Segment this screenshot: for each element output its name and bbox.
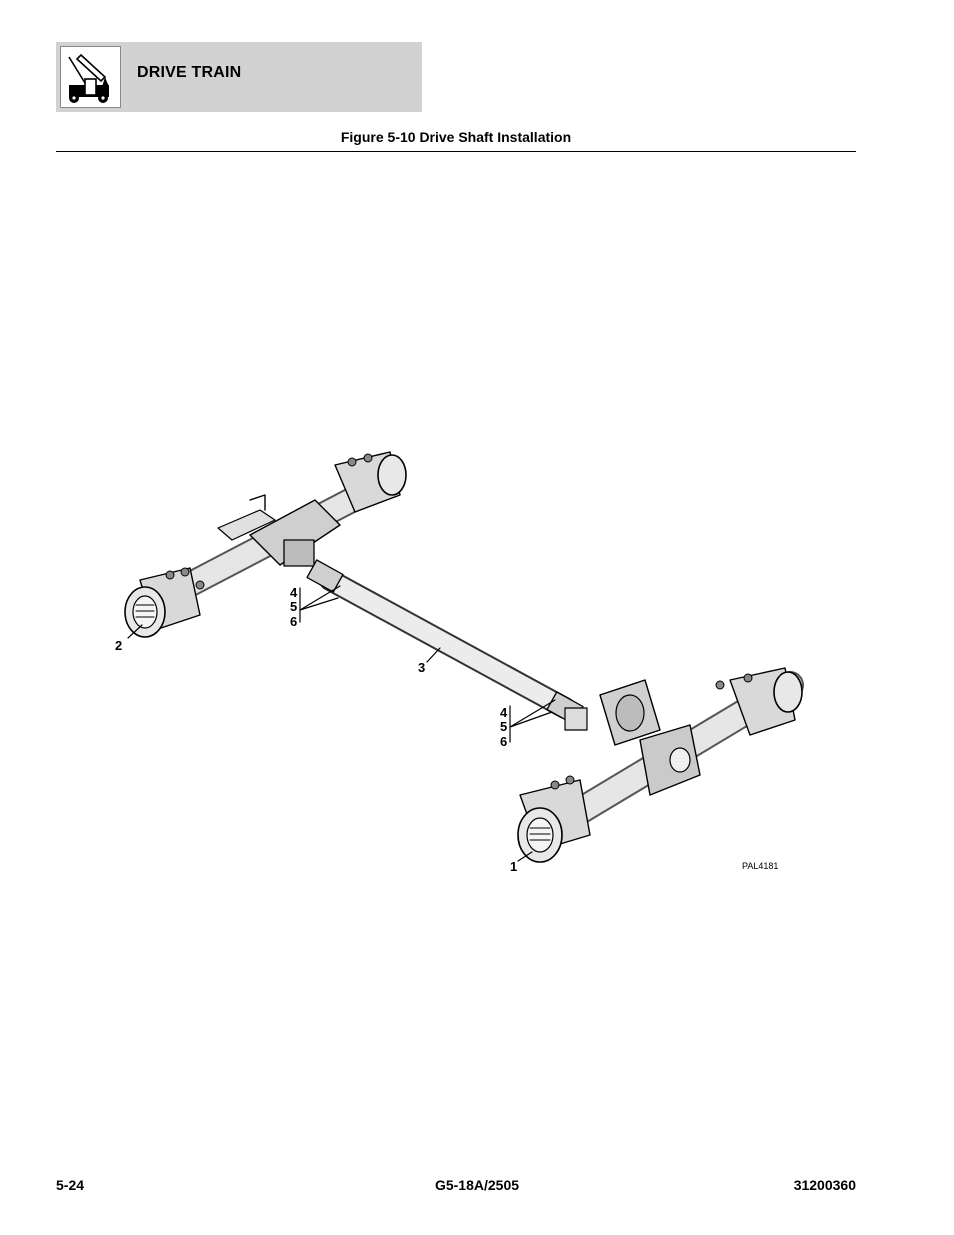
callout-1: 1 bbox=[510, 859, 517, 874]
callout-upper-4: 4 bbox=[290, 585, 298, 600]
callout-leaders bbox=[127, 585, 556, 862]
figure-code: PAL4181 bbox=[742, 861, 778, 871]
callout-lower-4: 4 bbox=[500, 705, 508, 720]
header-rule bbox=[56, 151, 856, 152]
callout-lower-5: 5 bbox=[500, 719, 507, 734]
section-title: DRIVE TRAIN bbox=[137, 64, 242, 81]
callout-upper-5: 5 bbox=[290, 599, 297, 614]
upper-axle bbox=[124, 451, 407, 638]
model-number: G5-18A/2505 bbox=[434, 1177, 520, 1193]
lower-axle bbox=[517, 667, 804, 863]
page-number: 5-24 bbox=[56, 1177, 85, 1193]
callout-3: 3 bbox=[418, 660, 425, 675]
callout-lower-6: 6 bbox=[500, 734, 507, 749]
drive-train-tractor-icon bbox=[60, 46, 121, 108]
drive-shaft-illustration: 2 3 1 4 5 6 4 5 6 PAL4181 bbox=[115, 451, 804, 874]
callout-upper-6: 6 bbox=[290, 614, 297, 629]
callout-2: 2 bbox=[115, 638, 122, 653]
figure-title: Figure 5-10 Drive Shaft Installation bbox=[340, 129, 572, 145]
document-number: 31200360 bbox=[793, 1177, 856, 1193]
drive-shaft bbox=[306, 559, 584, 725]
